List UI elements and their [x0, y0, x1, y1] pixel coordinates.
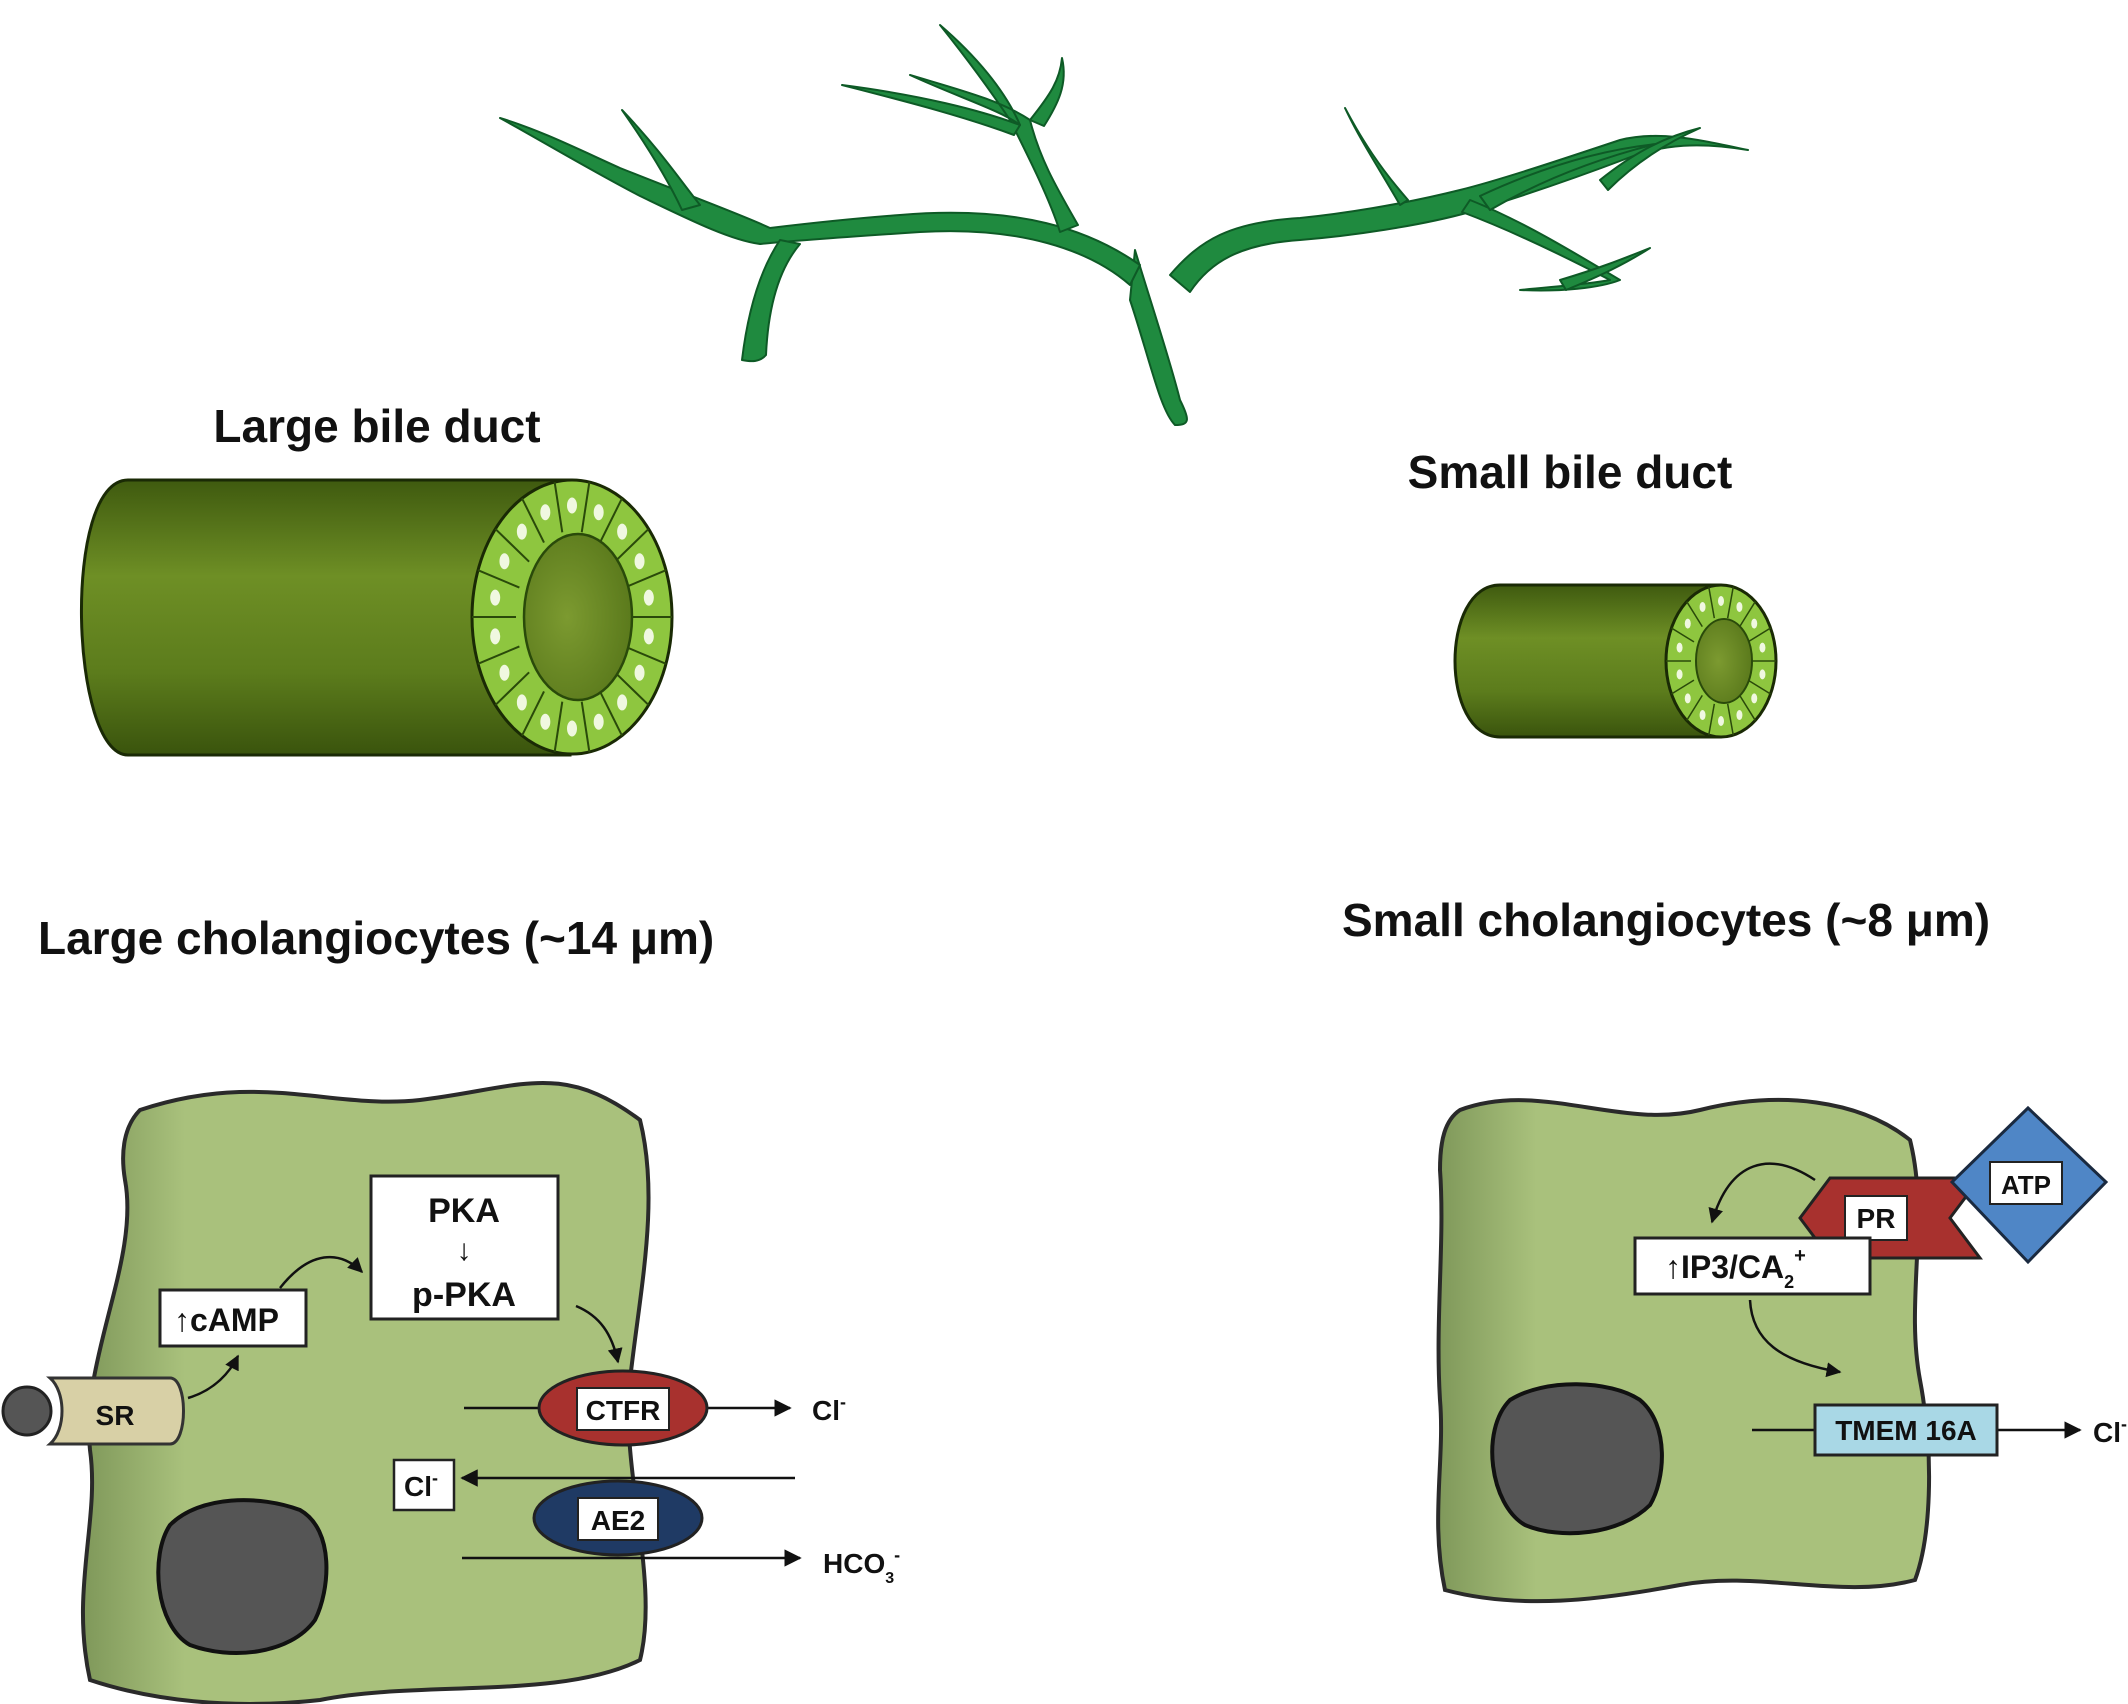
epithelial-cell-nucleus	[1684, 693, 1691, 704]
ip3-ca-label: ↑IP3/CA2+	[1665, 1245, 1806, 1292]
epithelium-divider	[477, 645, 520, 665]
epithelial-cell-nucleus	[634, 664, 645, 681]
atp-label: ATP	[2001, 1170, 2051, 1200]
epithelial-cell-nucleus	[1699, 601, 1706, 612]
epithelial-cell-nucleus	[1684, 618, 1691, 629]
epithelial-cell-nucleus	[1751, 693, 1758, 704]
epithelium-divider	[1747, 679, 1771, 695]
secretin-ligand	[1, 1385, 53, 1437]
epithelial-cell-nucleus	[490, 589, 501, 606]
epithelial-cell-nucleus	[1718, 596, 1724, 606]
epithelium-divider	[1671, 679, 1695, 695]
epithelial-cell-nucleus	[1699, 710, 1706, 721]
epithelial-cell-nucleus	[634, 553, 645, 570]
tmem16a-label: TMEM 16A	[1835, 1415, 1977, 1446]
camp-to-pka-arrow	[279, 1255, 364, 1289]
epithelial-cell-nucleus	[643, 628, 654, 645]
secretin-receptor: SR	[1, 1376, 185, 1446]
pka-box	[369, 1174, 560, 1321]
epithelial-cell-nucleus	[1676, 669, 1683, 680]
epithelium-divider	[521, 691, 545, 737]
epithelial-cell-nucleus	[1736, 601, 1743, 612]
epithelial-cell-nucleus	[1676, 642, 1683, 653]
epithelial-cell-nucleus	[540, 713, 551, 730]
epithelium-divider	[494, 671, 530, 706]
pka-arrow: ↓	[457, 1234, 472, 1267]
ae2-label: AE2	[591, 1505, 645, 1536]
small-cholangiocytes-title: Small cholangiocytes (~8 μm)	[1342, 894, 1990, 946]
epithelium-divider	[580, 481, 591, 533]
epithelium-divider	[1726, 586, 1734, 619]
large-cell-nucleus	[156, 1498, 329, 1655]
epithelial-cell-nucleus	[593, 713, 604, 730]
epithelium-divider	[1739, 695, 1756, 721]
epithelial-cell-nucleus	[1759, 642, 1766, 653]
epithelium-divider	[614, 528, 650, 563]
epithelial-cell-nucleus	[499, 553, 510, 570]
epithelial-cell-nucleus	[567, 497, 577, 514]
ctfr-label: CTFR	[586, 1395, 661, 1426]
pka-to-ctfr-arrow	[575, 1304, 623, 1364]
epithelial-cell-nucleus	[643, 589, 654, 606]
cl-out-label-small: Cl-	[2093, 1414, 2127, 1448]
epithelium-divider	[1708, 703, 1716, 736]
epithelial-cell-nucleus	[1759, 669, 1766, 680]
pka-label: PKA	[428, 1192, 500, 1230]
epithelial-cell-nucleus	[593, 504, 604, 521]
tmem16a-channel	[1813, 1403, 1999, 1457]
small-bile-duct-title: Small bile duct	[1408, 446, 1733, 498]
epithelium-divider	[624, 645, 667, 665]
cl-in-label: Cl-	[404, 1468, 438, 1502]
epithelium-divider	[599, 691, 623, 737]
biliary-tree-illustration	[499, 24, 1749, 426]
epithelium-divider	[1747, 627, 1771, 643]
epithelium-divider	[477, 569, 520, 589]
epithelial-cell-nucleus	[617, 694, 628, 711]
epithelial-cell-nucleus	[490, 628, 501, 645]
sr-label: SR	[96, 1400, 135, 1431]
epithelial-cell-nucleus	[1718, 716, 1724, 726]
large-cholangiocytes-title: Large cholangiocytes (~14 μm)	[38, 912, 714, 964]
epithelial-cell-nucleus	[617, 523, 628, 540]
sr-to-camp-arrow	[187, 1354, 240, 1400]
epithelial-cell-nucleus	[1736, 710, 1743, 721]
epithelium-divider	[1739, 601, 1756, 627]
epithelial-cell-nucleus	[499, 664, 510, 681]
epithelium-divider	[521, 497, 545, 543]
epithelium-divider	[614, 671, 650, 706]
epithelium-divider	[553, 701, 564, 753]
large-bile-duct-title: Large bile duct	[213, 400, 540, 452]
cl-in-box	[392, 1458, 456, 1512]
epithelium-divider	[599, 497, 623, 543]
small-cholangiocyte-cell	[1436, 1098, 1932, 1604]
epithelium-divider	[1686, 601, 1703, 627]
epithelium-divider	[1686, 695, 1703, 721]
ip3-to-tmem-arrow	[1748, 1299, 1842, 1378]
ip3-ca-box	[1633, 1236, 1872, 1296]
camp-label: ↑cAMP	[174, 1302, 279, 1338]
small-cell-nucleus	[1490, 1382, 1664, 1536]
pr-to-ip3-arrow	[1708, 1162, 1816, 1224]
epithelium-divider	[580, 701, 591, 753]
small-bile-duct-illustration	[1453, 583, 1778, 739]
epithelial-cell-nucleus	[516, 523, 527, 540]
ppka-label: p-PKA	[412, 1276, 516, 1314]
epithelial-cell-nucleus	[1751, 618, 1758, 629]
epithelial-cell-nucleus	[540, 504, 551, 521]
epithelium-divider	[553, 481, 564, 533]
cl-out-label-large: Cl-	[812, 1392, 846, 1426]
hco3-label: HCO3-	[823, 1545, 900, 1587]
large-bile-duct-illustration	[80, 478, 674, 757]
epithelium-divider	[624, 569, 667, 589]
epithelial-cell-nucleus	[567, 720, 577, 737]
epithelium-divider	[1708, 586, 1716, 619]
epithelial-cell-nucleus	[516, 694, 527, 711]
camp-box	[158, 1288, 308, 1348]
epithelium-divider	[1671, 627, 1695, 643]
atp-ligand: ATP	[1949, 1105, 2109, 1265]
pr-label: PR	[1857, 1203, 1896, 1234]
epithelium-divider	[1726, 703, 1734, 736]
epithelium-divider	[494, 528, 530, 563]
